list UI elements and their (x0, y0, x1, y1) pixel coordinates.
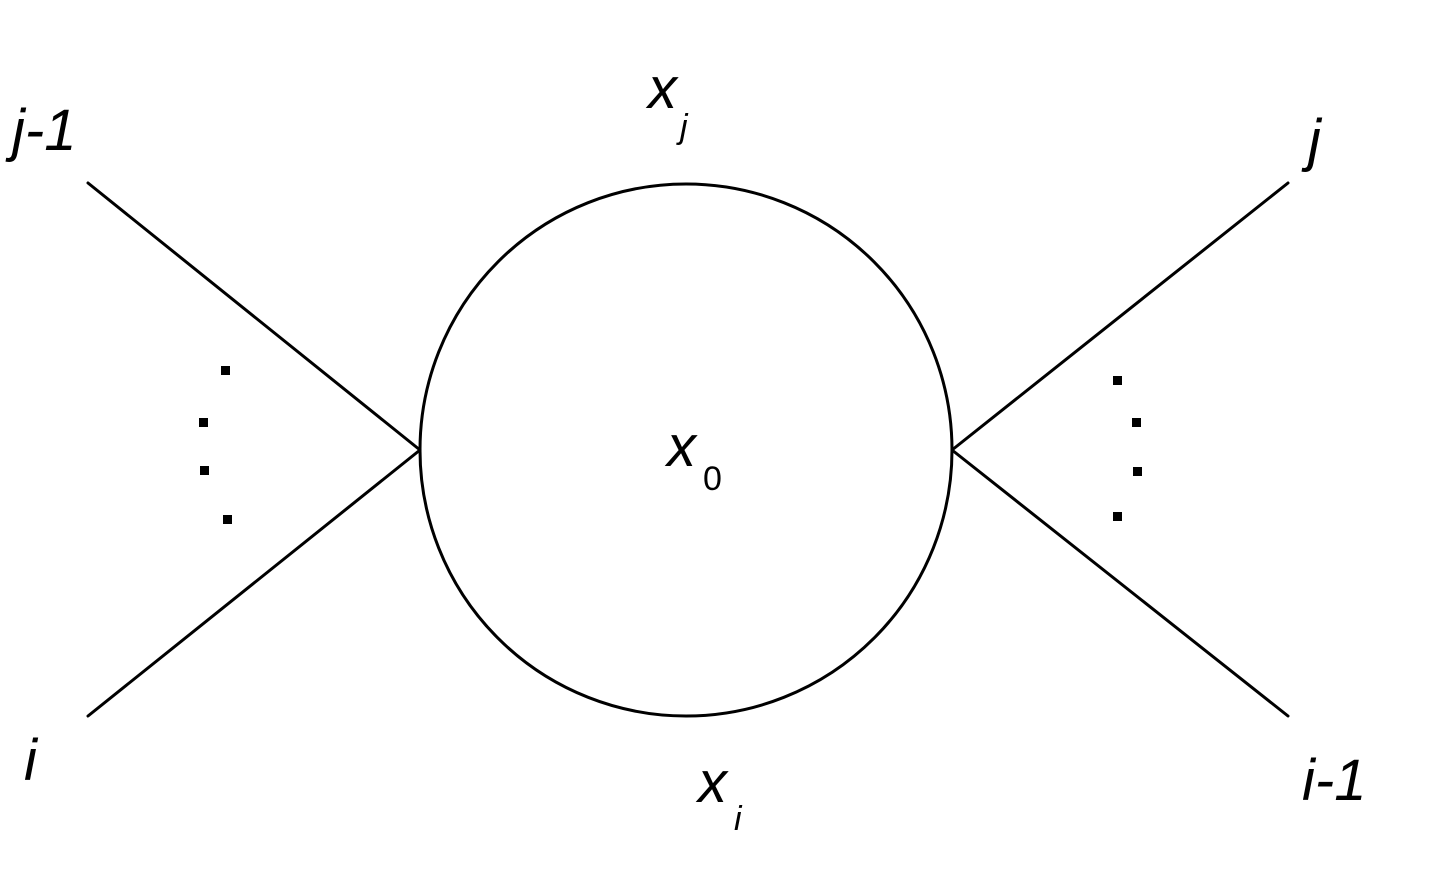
region-label-center: x 0 (664, 414, 722, 498)
region-label-bottom: x i (695, 750, 743, 838)
region-center-symbol: x (664, 414, 698, 479)
region-top-symbol: x (645, 56, 679, 121)
ellipsis-dot (221, 366, 230, 375)
label-top-right: j (1301, 108, 1323, 173)
ellipsis-dot (1132, 418, 1141, 427)
region-bottom-symbol: x (695, 750, 729, 815)
ellipsis-dot (199, 418, 208, 427)
ellipsis-dot (200, 466, 209, 475)
leg-top-left (86, 181, 422, 452)
leg-bottom-left (86, 448, 422, 718)
region-center-subscript: 0 (703, 460, 722, 498)
label-bottom-left: i (24, 728, 39, 793)
label-bottom-right: i-1 (1302, 748, 1366, 813)
label-top-left: j-1 (5, 98, 76, 163)
leg-top-right (950, 181, 1290, 452)
leg-bottom-right (950, 448, 1290, 718)
ellipsis-dot (1133, 467, 1142, 476)
left-ellipsis-dots (199, 366, 232, 524)
ellipsis-dot (223, 515, 232, 524)
right-ellipsis-dots (1113, 376, 1142, 521)
region-top-subscript: j (676, 108, 689, 146)
ellipsis-dot (1113, 512, 1122, 521)
region-label-top: x j (645, 56, 689, 146)
ellipsis-dot (1113, 376, 1122, 385)
region-bottom-subscript: i (734, 800, 743, 838)
